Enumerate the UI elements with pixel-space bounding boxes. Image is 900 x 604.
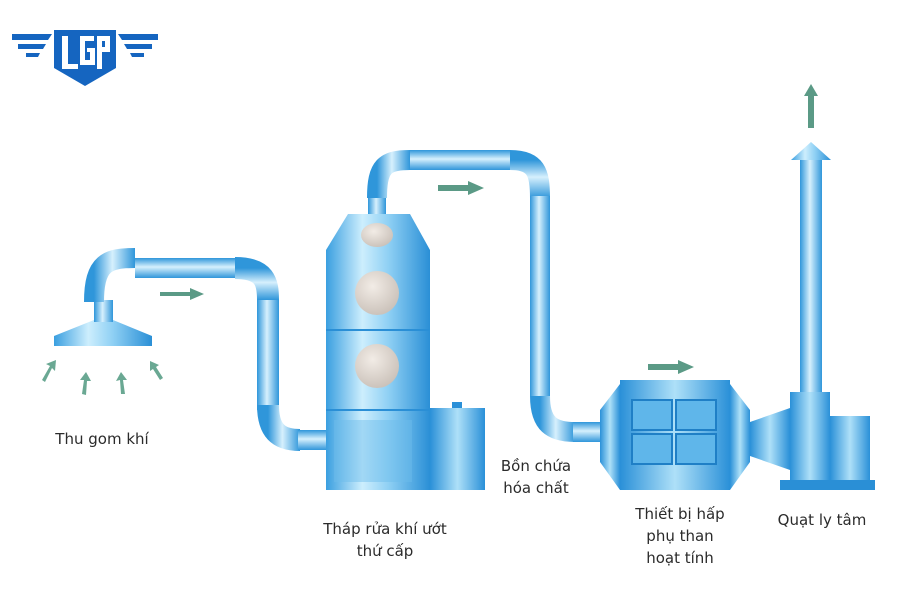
label-carbon-filter-line2: phụ than [646,527,714,545]
label-chemical-tank-line1: Bồn chứa [500,457,572,475]
flow-arrow-1 [160,288,204,300]
label-wet-scrubber-line2: thứ cấp [356,542,414,560]
collection-hood [54,300,152,346]
exhaust-arrow [804,84,818,128]
intake-arrows [42,360,163,395]
label-centrifugal-fan: Quạt ly tâm [777,511,867,529]
flow-arrow-2 [438,181,484,195]
chemical-tank-unit [430,402,485,490]
label-carbon-filter-line1: Thiết bị hấp [635,505,725,523]
flow-arrow-3 [648,360,694,374]
exhaust-stack [791,142,831,392]
label-chemical-tank-line2: hóa chất [503,479,569,497]
wet-scrubber-tower [326,196,430,490]
lgp-logo [12,30,158,86]
label-collection-hood: Thu gom khí [55,430,149,448]
label-carbon-filter: Thiết bị hấp phụ than hoạt tính [618,503,742,569]
label-wet-scrubber: Tháp rửa khí ướt thứ cấp [300,518,470,562]
duct-scrubber-to-filter [367,150,601,442]
centrifugal-fan [750,392,875,490]
label-chemical-tank: Bồn chứa hóa chất [488,455,584,499]
label-wet-scrubber-line1: Tháp rửa khí ướt [323,520,447,538]
activated-carbon-filter [600,380,750,490]
label-carbon-filter-line3: hoạt tính [646,549,714,567]
duct-hood-to-scrubber [84,248,326,451]
